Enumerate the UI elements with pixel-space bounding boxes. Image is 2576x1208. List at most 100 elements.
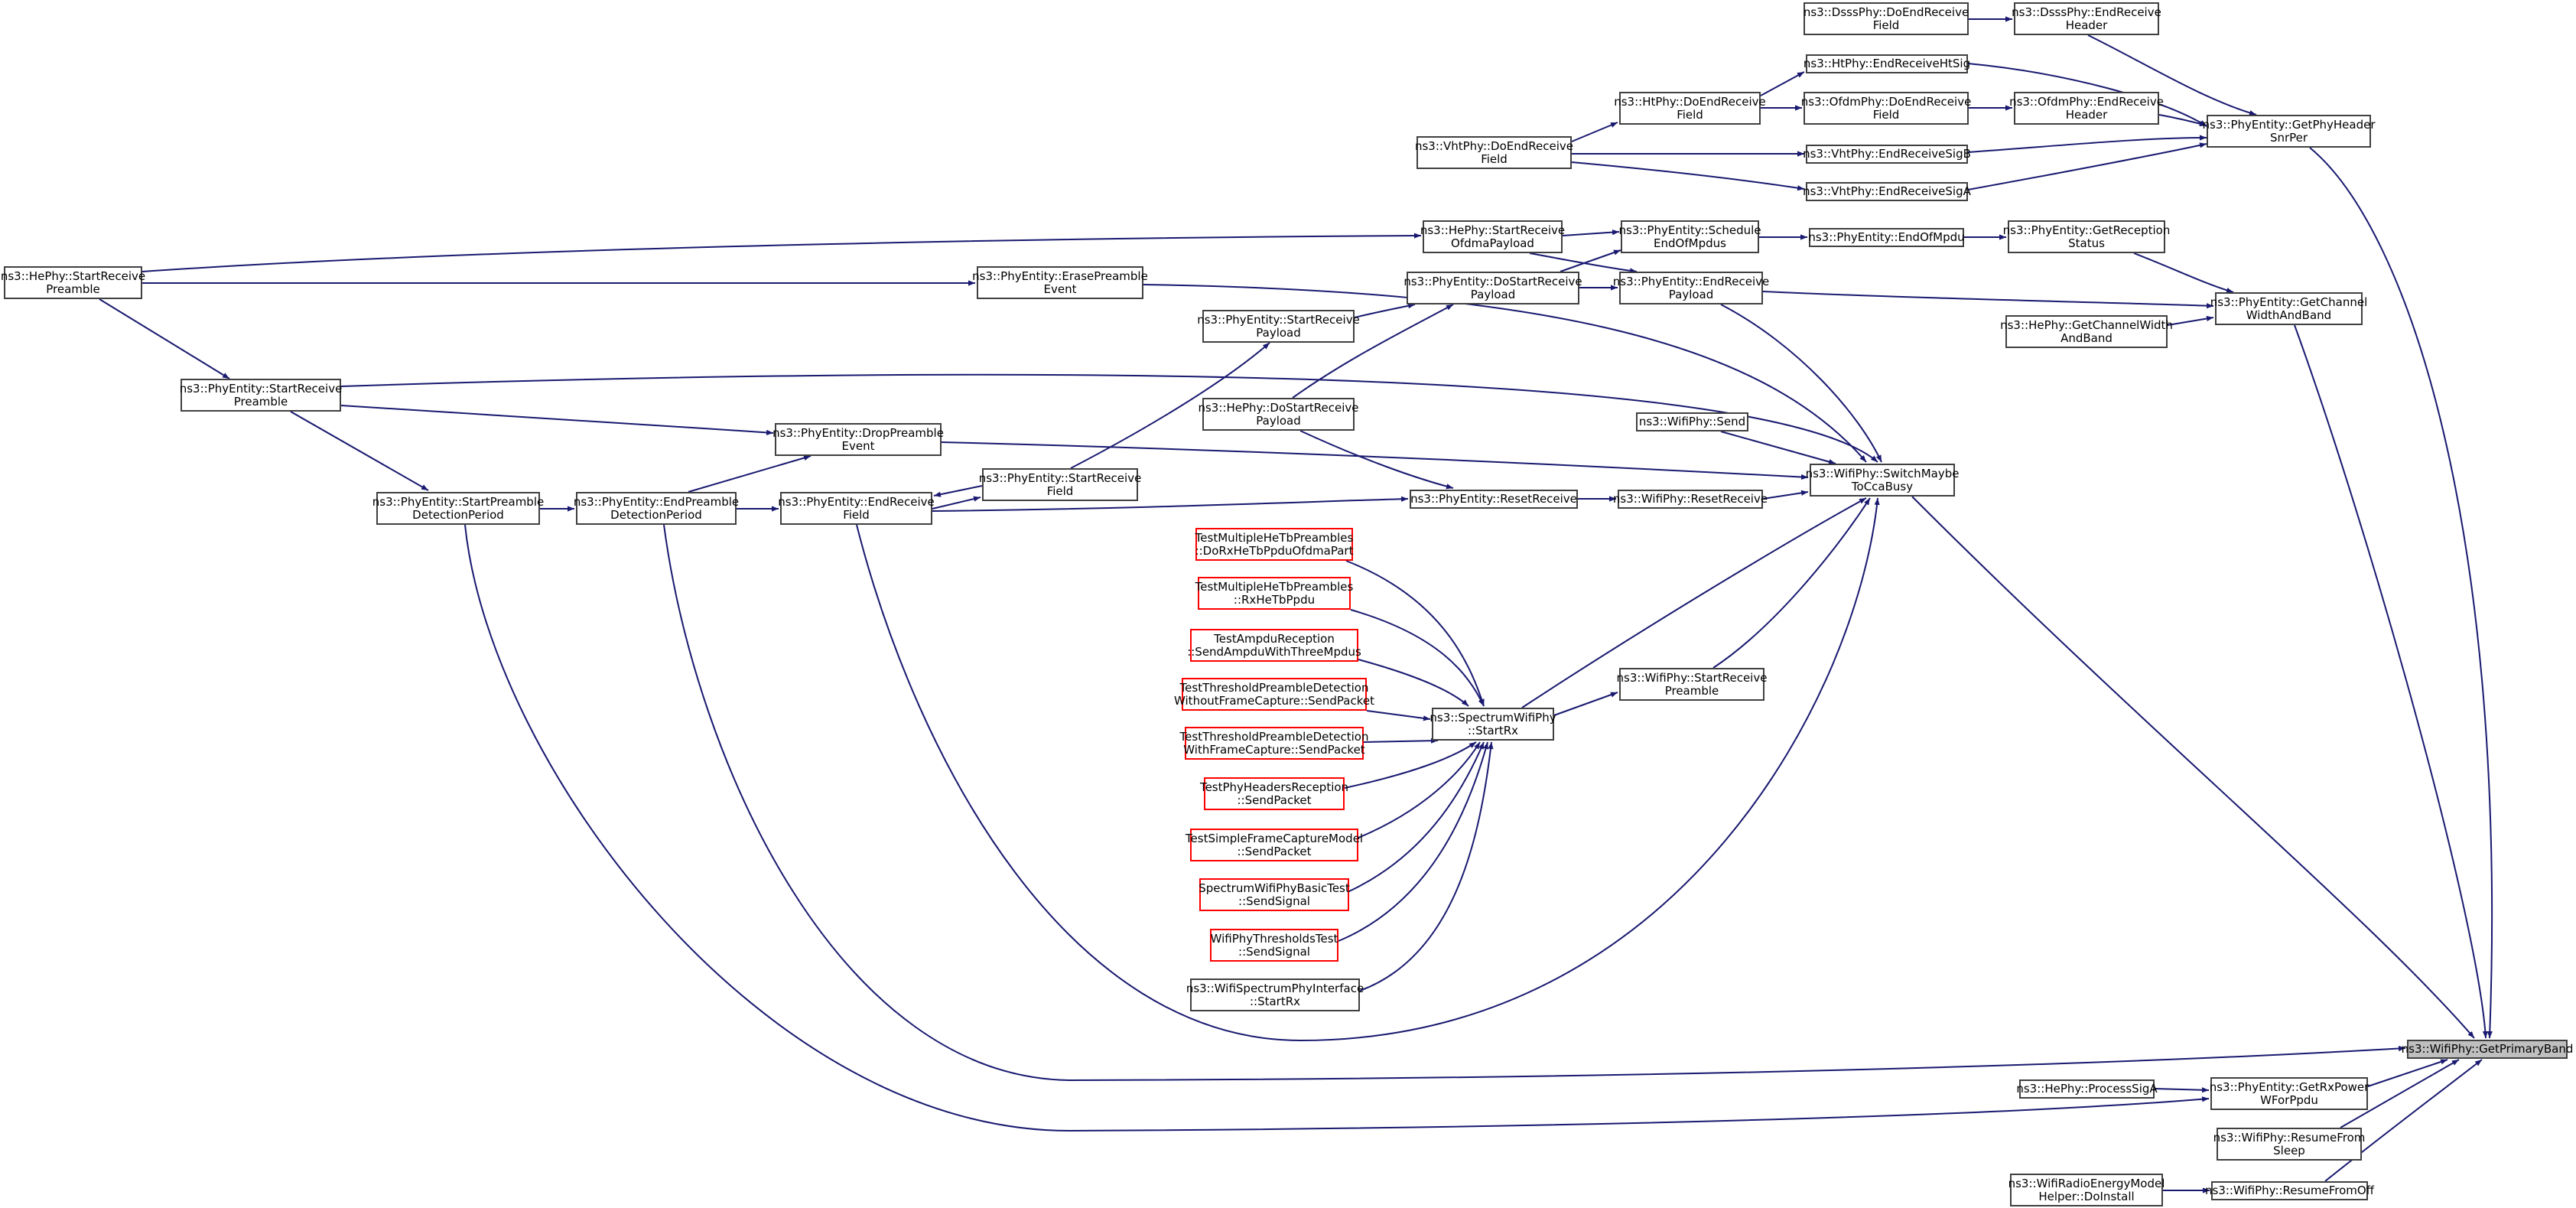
edge-sleep-to-primary: [2340, 1059, 2460, 1128]
node-phy-entity-start-preamble-detection-period[interactable]: ns3::PhyEntity::StartPreamble DetectionP…: [372, 492, 544, 525]
node-phy-entity-end-preamble-detection-period[interactable]: ns3::PhyEntity::EndPreamble DetectionPer…: [574, 492, 739, 525]
edge-switch-to-primary: [1911, 496, 2475, 1039]
node-spectrum-wifi-phy-basic-test-send[interactable]: SpectrumWifiPhyBasicTest ::SendSignal: [1199, 878, 1350, 911]
edge-he-do-start-to-reset: [1299, 430, 1454, 490]
node-ht-end-receive-ht-sig[interactable]: ns3::HtPhy::EndReceiveHtSig: [1804, 54, 1970, 73]
node-phy-entity-start-receive-field[interactable]: ns3::PhyEntity::StartReceive Field: [979, 468, 1141, 501]
node-he-start-receive-ofdma-payload[interactable]: ns3::HePhy::StartReceive OfdmaPayload: [1420, 220, 1565, 253]
node-wifi-phy-start-receive-preamble[interactable]: ns3::WifiPhy::StartReceive Preamble: [1617, 668, 1767, 701]
edge-dsss-end-to-snr: [2087, 34, 2257, 116]
edge-ofdma-to-end-payload: [1529, 252, 1638, 274]
node-ofdm-end-receive-header[interactable]: ns3::OfdmPhy::EndReceive Header: [2009, 92, 2164, 125]
edge-t6-to-start-rx: [1344, 741, 1477, 789]
edge-erase-to-switch: [1143, 284, 1867, 463]
edge-t9-to-start-rx: [1338, 741, 1489, 942]
edge-sigb-to-snr: [1967, 135, 2207, 153]
node-he-get-channel-width-and-band[interactable]: ns3::HePhy::GetChannelWidth AndBand: [2000, 315, 2173, 348]
node-phy-entity-reset-receive[interactable]: ns3::PhyEntity::ResetReceive: [1410, 490, 1578, 509]
node-vht-end-receive-sig-b[interactable]: ns3::VhtPhy::EndReceiveSigB: [1803, 145, 1971, 164]
edge-ofdm-end-to-snr: [2158, 114, 2207, 127]
edge-process-siga-to-rx-power: [2154, 1087, 2210, 1093]
edge-end-detection-to-primary: [663, 524, 2406, 1082]
node-wifi-phy-resume-from-sleep[interactable]: ns3::WifiPhy::ResumeFrom Sleep: [2213, 1128, 2365, 1161]
edge-he-do-start-to-do-start: [1292, 304, 1454, 399]
edge-do-start-to-schedule: [1560, 249, 1621, 272]
edge-pe-preamble-to-drop: [340, 405, 774, 435]
node-phy-entity-end-receive-field[interactable]: ns3::PhyEntity::EndReceive Field: [778, 492, 935, 525]
node-phy-entity-start-receive-preamble[interactable]: ns3::PhyEntity::StartReceive Preamble: [180, 379, 342, 412]
node-wifi-phy-resume-from-off[interactable]: ns3::WifiPhy::ResumeFromOff: [2205, 1181, 2374, 1200]
node-he-start-receive-preamble[interactable]: ns3::HePhy::StartReceive Preamble: [1, 266, 145, 299]
node-phy-entity-end-receive-payload[interactable]: ns3::PhyEntity::EndReceive Payload: [1613, 272, 1769, 304]
edge-ofdma-to-schedule: [1562, 230, 1620, 236]
node-test-simple-frame-capture-send[interactable]: TestSimpleFrameCaptureModel ::SendPacket: [1186, 829, 1363, 861]
node-phy-entity-get-reception-status[interactable]: ns3::PhyEntity::GetReception Status: [2003, 220, 2170, 253]
edge-siga-to-snr: [1967, 142, 2207, 190]
edge-t2-to-start-rx: [1350, 609, 1485, 707]
node-wifi-phy-thresholds-test-send[interactable]: WifiPhyThresholdsTest ::SendSignal: [1210, 929, 1338, 962]
edge-status-to-channel: [2133, 252, 2234, 293]
node-test-threshold-with-capture-send[interactable]: TestThresholdPreambleDetection WithFrame…: [1180, 727, 1368, 760]
edge-t5-to-start-rx: [1363, 737, 1439, 744]
edge-send-to-switch: [1720, 431, 1836, 465]
edge-end-payload-to-switch: [1720, 304, 1882, 463]
edge-t7-to-start-rx: [1358, 741, 1481, 838]
node-phy-entity-get-rx-power-w-for-ppdu[interactable]: ns3::PhyEntity::GetRxPower WForPpdu: [2210, 1077, 2369, 1110]
node-ht-do-end-receive-field[interactable]: ns3::HtPhy::DoEndReceive Field: [1614, 92, 1766, 125]
edge-ht-sig-to-snr: [1967, 63, 2207, 127]
edge-ht-do-to-sig: [1760, 71, 1805, 96]
node-he-process-sig-a[interactable]: ns3::HePhy::ProcessSigA: [2016, 1079, 2158, 1099]
node-dsss-do-end-receive-field[interactable]: ns3::DsssPhy::DoEndReceive Field: [1804, 2, 1969, 35]
node-phy-entity-end-of-mpdu[interactable]: ns3::PhyEntity::EndOfMpdu: [1808, 228, 1965, 247]
edge-pe-preamble-to-detection: [290, 411, 429, 491]
node-ofdm-do-end-receive-field[interactable]: ns3::OfdmPhy::DoEndReceive Field: [1801, 92, 1971, 125]
node-test-multiple-he-tb-do-rx-ofdma-part[interactable]: TestMultipleHeTbPreambles ::DoRxHeTbPpdu…: [1195, 528, 1353, 561]
edge-wifi-preamble-to-switch: [1712, 497, 1871, 669]
edge-start-payload-to-do-start: [1354, 303, 1416, 318]
node-phy-entity-erase-preamble-event[interactable]: ns3::PhyEntity::ErasePreamble Event: [972, 266, 1148, 299]
node-dsss-end-receive-header[interactable]: ns3::DsssPhy::EndReceive Header: [2012, 2, 2161, 35]
edge-iface-to-start-rx: [1359, 741, 1494, 991]
node-test-multiple-he-tb-rx-he-tb-ppdu[interactable]: TestMultipleHeTbPreambles ::RxHeTbPpdu: [1195, 577, 1353, 610]
edge-he-preamble-to-pe-preamble: [99, 298, 230, 379]
node-wifi-spectrum-phy-interface-start-rx[interactable]: ns3::WifiSpectrumPhyInterface ::StartRx: [1186, 978, 1364, 1011]
node-wifi-radio-energy-model-helper-do-install[interactable]: ns3::WifiRadioEnergyModel Helper::DoInst…: [2008, 1174, 2165, 1206]
node-phy-entity-drop-preamble-event[interactable]: ns3::PhyEntity::DropPreamble Event: [772, 423, 944, 456]
node-wifi-phy-reset-receive[interactable]: ns3::WifiPhy::ResetReceive: [1613, 490, 1768, 509]
node-phy-entity-do-start-receive-payload[interactable]: ns3::PhyEntity::DoStartReceive Payload: [1403, 272, 1582, 304]
node-phy-entity-start-receive-payload[interactable]: ns3::PhyEntity::StartReceive Payload: [1197, 310, 1360, 343]
edge-resume-off-to-primary: [2324, 1059, 2483, 1182]
node-vht-do-end-receive-field[interactable]: ns3::VhtPhy::DoEndReceive Field: [1415, 136, 1573, 169]
edge-drop-to-switch: [941, 441, 1809, 480]
node-test-phy-headers-reception-send[interactable]: TestPhyHeadersReception ::SendPacket: [1200, 777, 1348, 810]
edge-end-field-to-switch: [856, 497, 1880, 1042]
edge-he-width-to-channel: [2167, 315, 2214, 326]
edge-start-field-to-start-payload: [1070, 342, 1270, 469]
node-phy-entity-get-channel-width-and-band[interactable]: ns3::PhyEntity::GetChannel WidthAndBand: [2210, 292, 2367, 325]
edge-he-preamble-to-ofdma: [141, 233, 1422, 272]
node-test-threshold-without-capture-send[interactable]: TestThresholdPreambleDetection WithoutFr…: [1174, 678, 1374, 711]
edge-t3-to-start-rx: [1358, 659, 1469, 707]
edge-t1-to-start-rx: [1345, 560, 1485, 707]
node-spectrum-wifi-phy-start-rx[interactable]: ns3::SpectrumWifiPhy ::StartRx: [1429, 708, 1556, 741]
node-wifi-phy-switch-maybe-to-cca-busy[interactable]: ns3::WifiPhy::SwitchMaybe ToCcaBusy: [1806, 464, 1959, 497]
edge-vht-do-to-siga: [1571, 161, 1805, 191]
node-wifi-phy-send[interactable]: ns3::WifiPhy::Send: [1636, 412, 1748, 431]
edge-wifi-reset-to-switch: [1762, 490, 1809, 500]
edge-vht-do-to-ht: [1571, 122, 1618, 142]
node-test-ampdu-reception-send[interactable]: TestAmpduReception ::SendAmpduWithThreeM…: [1187, 629, 1361, 662]
edge-start-field-to-end-field: [933, 485, 983, 497]
node-phy-entity-schedule-end-of-mpdus[interactable]: ns3::PhyEntity::Schedule EndOfMpdus: [1618, 220, 1761, 253]
edge-pe-preamble-to-switch: [340, 373, 1878, 463]
edge-start-rx-to-switch: [1521, 497, 1867, 708]
edge-start-rx-to-wifi-preamble: [1553, 692, 1618, 716]
edge-snr-to-primary: [2309, 147, 2493, 1039]
edge-rx-power-to-primary: [2367, 1059, 2448, 1087]
node-he-do-start-receive-payload[interactable]: ns3::HePhy::DoStartReceive Payload: [1198, 398, 1359, 431]
edge-channel-to-primary: [2294, 324, 2489, 1039]
node-get-phy-header-snr-per[interactable]: ns3::PhyEntity::GetPhyHeader SnrPer: [2203, 115, 2376, 148]
node-vht-end-receive-sig-a[interactable]: ns3::VhtPhy::EndReceiveSigA: [1803, 182, 1971, 201]
edge-t8-to-start-rx: [1348, 741, 1485, 892]
edge-detection-to-rx-power: [464, 524, 2210, 1132]
